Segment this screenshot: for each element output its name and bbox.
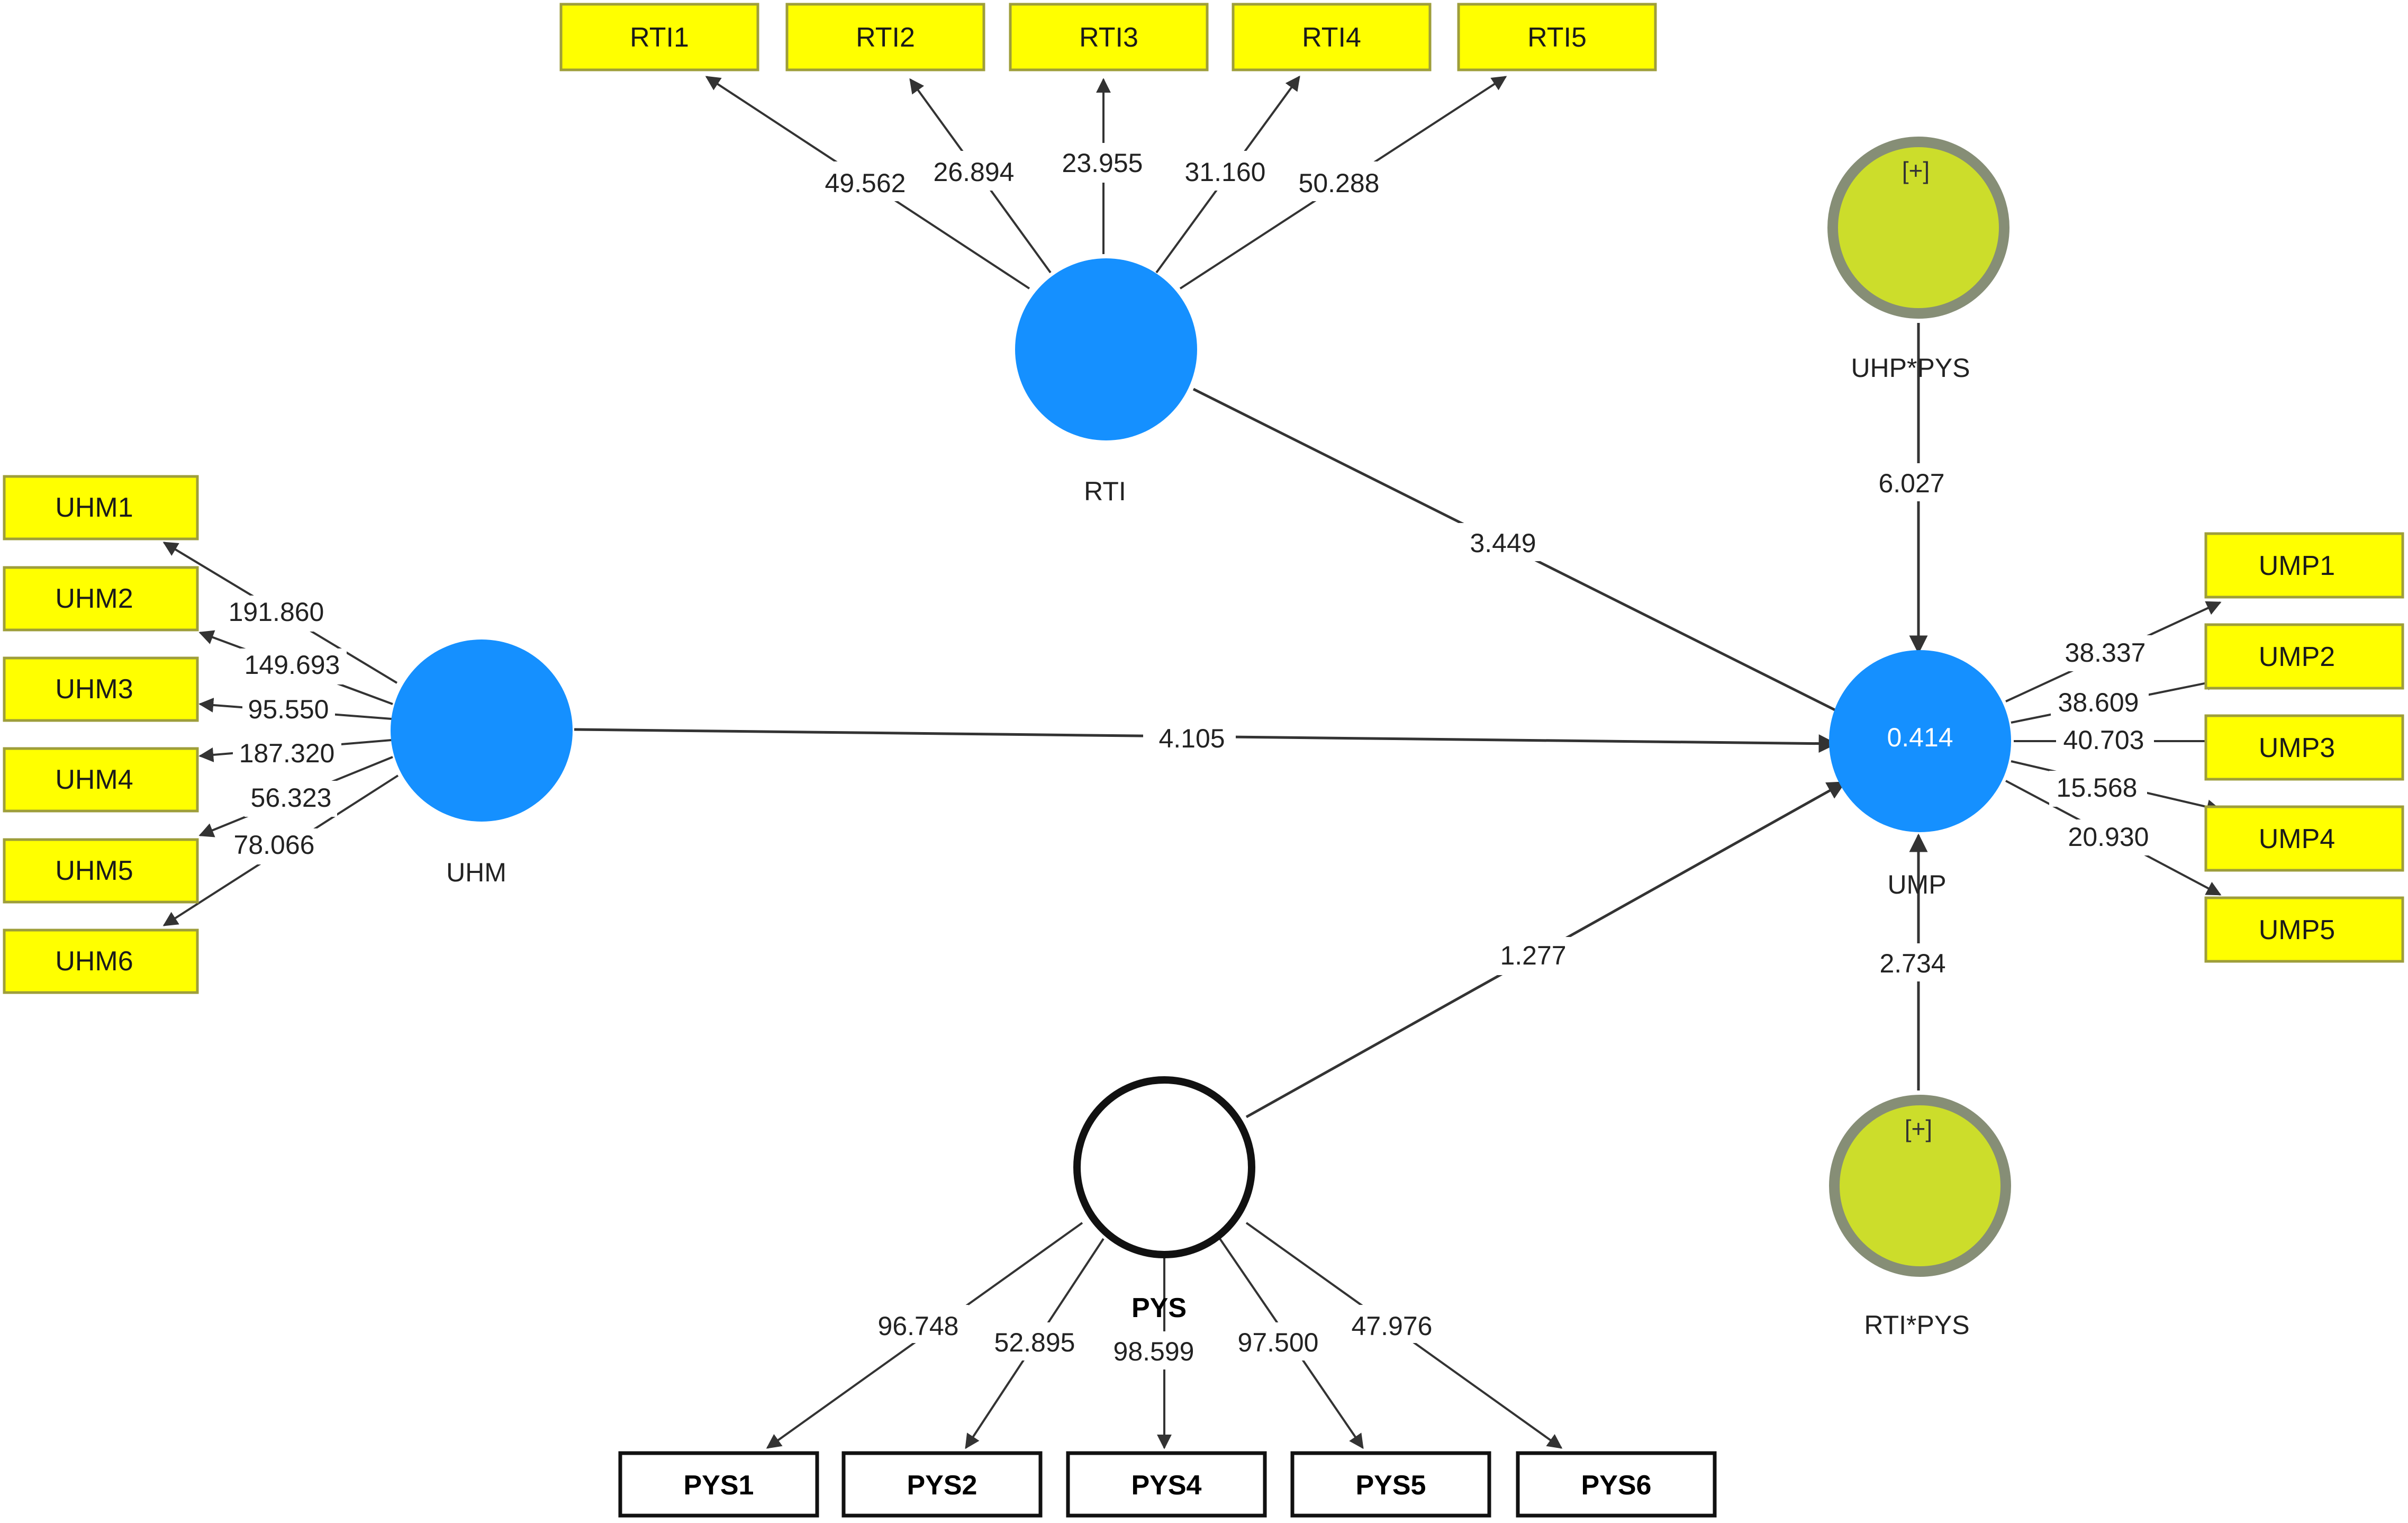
loading-value: 31.160: [1185, 157, 1266, 187]
indicator-pys2[interactable]: PYS2: [841, 1451, 1043, 1518]
indicator-label: UHM6: [55, 946, 133, 977]
indicator-pys1[interactable]: PYS1: [618, 1451, 819, 1518]
latent-label: UHP*PYS: [1851, 353, 1970, 383]
indicator-label: UHM2: [55, 583, 133, 614]
indicator-label: PYS6: [1581, 1470, 1652, 1501]
indicator-label: RTI5: [1527, 22, 1587, 53]
indicator-label: PYS1: [684, 1470, 754, 1501]
latent-label: PYS: [1131, 1293, 1187, 1323]
indicator-uhm3[interactable]: UHM3: [3, 656, 199, 722]
interaction-marker: [+]: [1905, 1115, 1932, 1142]
indicator-uhm4[interactable]: UHM4: [3, 747, 199, 813]
indicator-label: UMP3: [2259, 733, 2335, 763]
indicator-pys6[interactable]: PYS6: [1516, 1451, 1717, 1518]
indicator-label: UHM1: [55, 492, 133, 523]
loading-value: 38.337: [2065, 638, 2146, 668]
rti-indicators: RTI1 RTI2 RTI3 RTI4 RTI5: [559, 3, 1657, 71]
loading-value: 49.562: [825, 168, 906, 198]
path-value-rti-ump: 3.449: [1470, 528, 1536, 558]
loading-value: 56.323: [251, 783, 332, 813]
pys-indicators: PYS1 PYS2 PYS4 PYS5 PYS6: [618, 1451, 1717, 1518]
indicator-ump5[interactable]: UMP5: [2204, 896, 2404, 963]
structural-paths: [574, 323, 1928, 1119]
pys-loading-values: 96.748 52.895 98.599 97.500 47.976: [868, 1305, 1442, 1369]
indicator-rti5[interactable]: RTI5: [1457, 3, 1657, 71]
moderator-uhp-pys[interactable]: [+] UHP*PYS: [1827, 137, 2009, 383]
uhm-indicators: UHM1 UHM2 UHM3 UHM4 UHM5 UHM6: [3, 475, 199, 994]
moderator-rti-pys[interactable]: [+] RTI*PYS: [1829, 1095, 2011, 1340]
indicator-ump4[interactable]: UMP4: [2204, 805, 2404, 872]
interaction-marker: [+]: [1902, 157, 1930, 184]
indicator-label: PYS2: [907, 1470, 977, 1501]
indicator-ump1[interactable]: UMP1: [2204, 532, 2404, 599]
latent-ump[interactable]: 0.414 UMP: [1829, 650, 2011, 899]
loading-value: 38.609: [2058, 688, 2139, 717]
loading-value: 95.550: [248, 695, 329, 724]
rti-loading-values: 49.562 26.894 23.955 31.160 50.288: [812, 143, 1392, 201]
indicator-label: PYS4: [1131, 1470, 1202, 1501]
indicator-label: PYS5: [1356, 1470, 1426, 1501]
indicator-pys5[interactable]: PYS5: [1290, 1451, 1491, 1518]
loading-value: 26.894: [934, 157, 1015, 187]
uhm-loading-values: 191.860 149.693 95.550 187.320 56.323 78…: [222, 596, 347, 864]
loading-value: 97.500: [1238, 1328, 1319, 1357]
indicator-label: RTI1: [630, 22, 689, 53]
indicator-ump3[interactable]: UMP3: [2204, 714, 2404, 781]
loading-value: 78.066: [234, 830, 315, 860]
loading-value: 40.703: [2063, 725, 2144, 755]
loading-value: 191.860: [229, 597, 324, 627]
indicator-label: UMP1: [2259, 551, 2335, 581]
path-value-uhp-pys-ump: 6.027: [1878, 468, 1944, 498]
ump-indicators: UMP1 UMP2 UMP3 UMP4 UMP5: [2204, 532, 2404, 963]
indicator-label: UMP2: [2259, 642, 2335, 672]
latent-pys[interactable]: PYS: [1073, 1076, 1255, 1323]
latent-uhm[interactable]: UHM: [391, 639, 573, 887]
indicator-label: RTI3: [1079, 22, 1138, 53]
indicator-label: UHM4: [55, 764, 133, 795]
indicator-uhm1[interactable]: UHM1: [3, 475, 199, 540]
r-squared-value: 0.414: [1887, 723, 1953, 752]
indicator-label: RTI4: [1302, 22, 1361, 53]
indicator-ump2[interactable]: UMP2: [2204, 623, 2404, 690]
loading-value: 149.693: [245, 650, 340, 680]
path-value-rti-pys-ump: 2.734: [1879, 949, 1945, 978]
path-value-uhm-ump: 4.105: [1158, 724, 1225, 753]
loading-value: 15.568: [2057, 773, 2138, 803]
indicator-uhm5[interactable]: UHM5: [3, 838, 199, 904]
loading-value: 50.288: [1299, 168, 1380, 198]
indicator-rti3[interactable]: RTI3: [1009, 3, 1209, 71]
path-value-pys-ump: 1.277: [1500, 941, 1566, 970]
indicator-label: UMP5: [2259, 915, 2335, 945]
indicator-rti4[interactable]: RTI4: [1232, 3, 1432, 71]
ump-loading-values: 38.337 38.609 40.703 15.568 20.930: [2049, 635, 2161, 855]
latent-label: RTI*PYS: [1864, 1310, 1969, 1340]
loading-value: 96.748: [878, 1311, 959, 1341]
indicator-uhm2[interactable]: UHM2: [3, 566, 199, 632]
indicator-pys4[interactable]: PYS4: [1066, 1451, 1267, 1518]
indicator-uhm6[interactable]: UHM6: [3, 929, 199, 994]
loading-value: 20.930: [2068, 822, 2149, 852]
loading-value: 52.895: [994, 1328, 1075, 1357]
indicator-rti2[interactable]: RTI2: [785, 3, 985, 71]
latent-label: UMP: [1887, 870, 1946, 899]
loading-value: 23.955: [1062, 148, 1143, 178]
latent-rti[interactable]: RTI: [1015, 258, 1197, 506]
latent-label: RTI: [1084, 476, 1126, 506]
loading-value: 187.320: [239, 738, 335, 768]
loading-value: 47.976: [1352, 1311, 1433, 1341]
indicator-label: UHM3: [55, 674, 133, 705]
indicator-label: UHM5: [55, 855, 133, 886]
indicator-label: UMP4: [2259, 824, 2335, 854]
loading-value: 98.599: [1114, 1337, 1194, 1366]
path-coefficient-values: 3.449 4.105 1.277 6.027 2.734: [1143, 463, 1963, 981]
latent-label: UHM: [446, 858, 506, 887]
indicator-rti1[interactable]: RTI1: [559, 3, 759, 71]
indicator-label: RTI2: [856, 22, 915, 53]
